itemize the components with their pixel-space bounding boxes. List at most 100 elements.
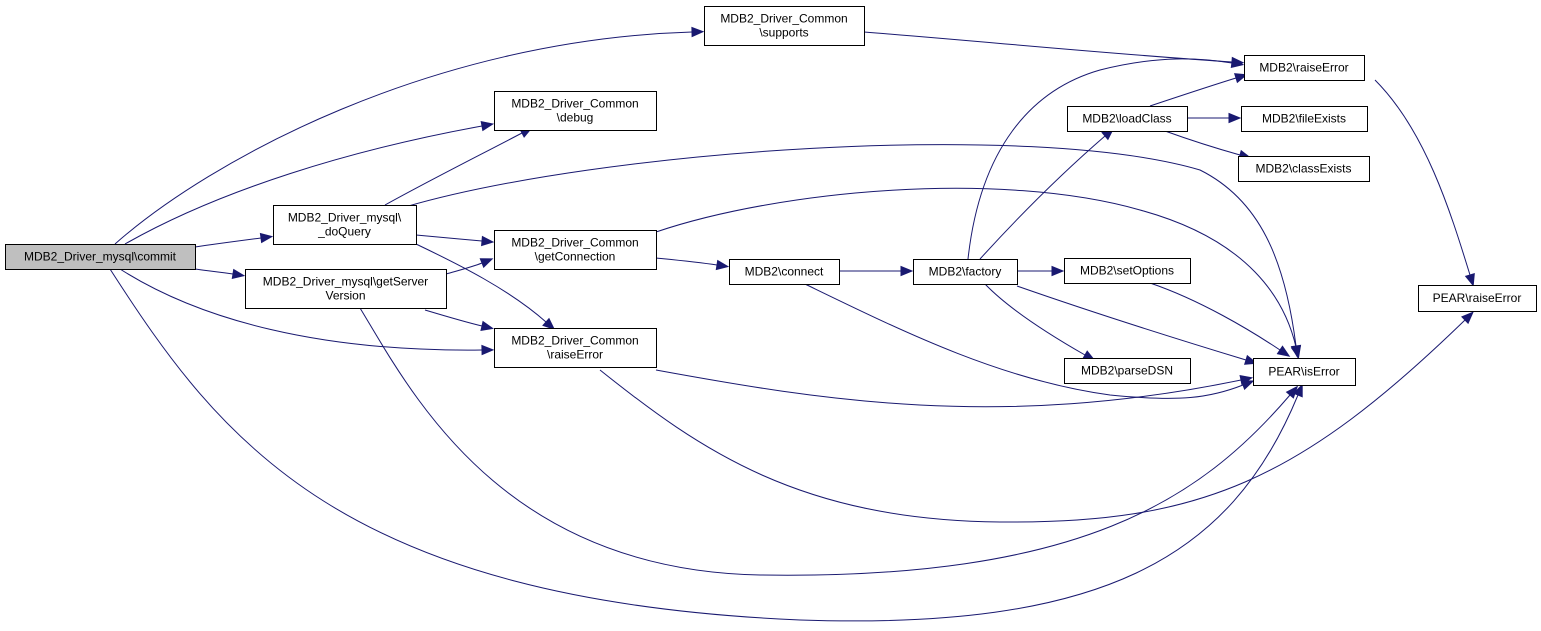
node-doQuery[interactable]: MDB2_Driver_mysql\_doQuery [273, 205, 417, 245]
arrowhead-icon [480, 320, 494, 332]
node-factory[interactable]: MDB2\factory [913, 259, 1018, 285]
edge-line [119, 268, 483, 351]
node-getConnection[interactable]: MDB2_Driver_Common\getConnection [494, 230, 657, 270]
arrowhead-icon [481, 235, 495, 247]
node-classExists[interactable]: MDB2\classExists [1238, 156, 1370, 182]
edge-mdb2RaiseError-to-pearRaiseError [1374, 79, 1475, 287]
node-box [1253, 358, 1356, 386]
arrowhead-icon [480, 120, 495, 132]
arrowhead-icon [259, 232, 274, 244]
node-label: MDB2_Driver_mysql\ [288, 211, 402, 225]
edge-line [194, 268, 234, 275]
arrowhead-icon [1464, 273, 1475, 287]
edge-getServerVersion-to-getConnection [445, 258, 494, 275]
edge-line [124, 125, 483, 245]
edge-line [655, 257, 718, 266]
node-box [245, 269, 447, 309]
arrowhead-icon [1276, 345, 1291, 357]
node-setOptions[interactable]: MDB2\setOptions [1064, 258, 1191, 284]
edge-getServerVersion-to-isError [359, 307, 1299, 576]
arrowhead-icon [691, 26, 705, 38]
edge-connect-to-isError [804, 283, 1255, 399]
edge-line [194, 237, 262, 248]
node-isError[interactable]: PEAR\isError [1253, 358, 1356, 386]
edge-line [114, 31, 693, 245]
edge-doQuery-to-commonRaiseError [415, 243, 556, 331]
node-box [704, 6, 865, 46]
edge-factory-to-mdb2RaiseError [967, 57, 1245, 260]
node-label: MDB2\loadClass [1082, 112, 1171, 126]
arrowhead-icon [1290, 345, 1302, 359]
arrowhead-icon [1285, 385, 1299, 399]
node-label: \supports [759, 26, 808, 40]
node-box [913, 259, 1018, 285]
node-box [1244, 55, 1365, 81]
node-box [729, 259, 840, 285]
arrowhead-icon [231, 268, 246, 280]
edge-line [359, 307, 1291, 576]
node-label: MDB2_Driver_Common [511, 334, 638, 348]
edge-factory-to-isError [1016, 285, 1258, 365]
edge-loadClass-to-fileExists [1187, 112, 1242, 124]
node-commit[interactable]: MDB2_Driver_mysql\commit [5, 244, 196, 270]
node-fileExists[interactable]: MDB2\fileExists [1241, 106, 1368, 132]
edge-connect-to-factory [838, 265, 914, 277]
edge-line [655, 187, 1297, 348]
arrowhead-icon [1228, 112, 1242, 124]
edge-line [404, 144, 1297, 347]
node-box [494, 91, 657, 131]
node-label: MDB2_Driver_mysql\commit [24, 250, 177, 264]
edge-doQuery-to-getConnection [415, 234, 495, 247]
node-label: MDB2_Driver_Common [511, 236, 638, 250]
node-label: MDB2\parseDSN [1081, 364, 1173, 378]
edge-commonRaiseError-to-pearRaiseError [599, 311, 1474, 523]
node-label: MDB2\classExists [1255, 162, 1351, 176]
node-box [494, 230, 657, 270]
edge-commit-to-getServerVersion [194, 268, 246, 280]
node-debug[interactable]: MDB2_Driver_Common\debug [494, 91, 657, 131]
node-mdb2RaiseError[interactable]: MDB2\raiseError [1244, 55, 1365, 81]
node-label: PEAR\isError [1268, 365, 1339, 379]
arrowhead-icon [1234, 73, 1248, 84]
edge-factory-to-parseDSN [984, 283, 1096, 362]
edge-line [109, 268, 1299, 622]
edge-setOptions-to-isError [1149, 282, 1291, 357]
edge-commit-to-debug [124, 120, 495, 245]
node-box [1064, 358, 1191, 384]
node-label: MDB2\fileExists [1262, 112, 1346, 126]
node-connect[interactable]: MDB2\connect [729, 259, 840, 285]
node-label: MDB2\setOptions [1080, 264, 1174, 278]
node-label: MDB2\raiseError [1259, 61, 1348, 75]
node-commonRaiseError[interactable]: MDB2_Driver_Common\raiseError [494, 328, 657, 368]
node-pearRaiseError[interactable]: PEAR\raiseError [1418, 285, 1537, 312]
node-label: MDB2\factory [929, 265, 1002, 279]
edge-commit-to-isError [109, 268, 1303, 622]
edge-loadClass-to-mdb2RaiseError [1149, 73, 1248, 107]
node-box [1241, 106, 1368, 132]
edge-line [415, 243, 547, 323]
edge-line [384, 132, 523, 206]
node-box [1064, 258, 1191, 284]
edge-line [979, 135, 1106, 260]
edge-line [415, 234, 483, 242]
node-box [5, 244, 196, 270]
edge-line [1164, 130, 1241, 156]
arrowhead-icon [900, 265, 914, 277]
edge-getConnection-to-connect [655, 257, 730, 271]
edge-line [655, 369, 1242, 408]
arrowhead-icon [1240, 380, 1255, 391]
node-label: _doQuery [317, 225, 371, 239]
node-supports[interactable]: MDB2_Driver_Common\supports [704, 6, 865, 46]
node-box [1418, 285, 1537, 312]
arrowhead-icon [481, 344, 495, 356]
node-loadClass[interactable]: MDB2\loadClass [1067, 106, 1188, 132]
edge-line [984, 283, 1086, 356]
arrowhead-icon [1461, 311, 1474, 325]
edge-line [424, 309, 483, 327]
edge-factory-to-setOptions [1016, 265, 1065, 277]
node-parseDSN[interactable]: MDB2\parseDSN [1064, 358, 1191, 384]
node-label: MDB2_Driver_mysql\getServer [263, 275, 428, 289]
